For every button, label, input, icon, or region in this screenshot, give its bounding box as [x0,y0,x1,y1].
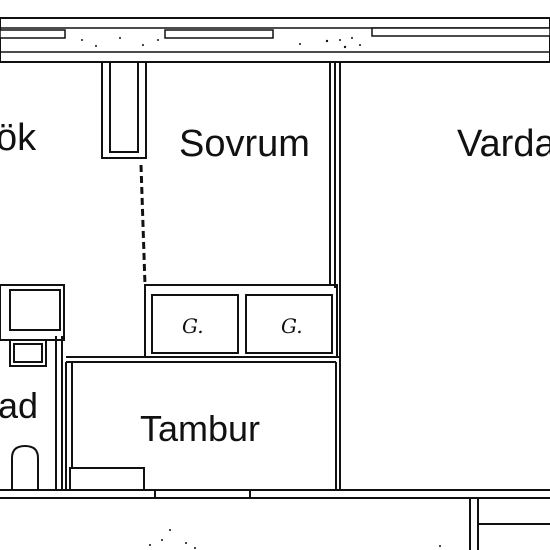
room-label-living: Varda [457,123,550,165]
exterior-wall-bottom [0,489,550,550]
room-label-bath: ad [0,385,38,426]
bathroom-fixtures [0,284,65,490]
wall-speckle [81,37,361,49]
closet-label-1: G. [182,314,204,338]
room-label-bedroom: Sovrum [179,123,310,165]
room-label-kitchen: ök [0,117,37,159]
window-band [0,27,550,39]
kitchen-cabinet [101,61,147,159]
bedroom-walls [329,62,341,490]
dashed-divider [139,164,147,286]
hall-walls [65,356,340,491]
closet-label-2: G. [281,314,303,338]
wall-speckle [149,529,441,549]
closet-block [144,284,338,358]
room-label-hall: Tambur [140,408,260,449]
